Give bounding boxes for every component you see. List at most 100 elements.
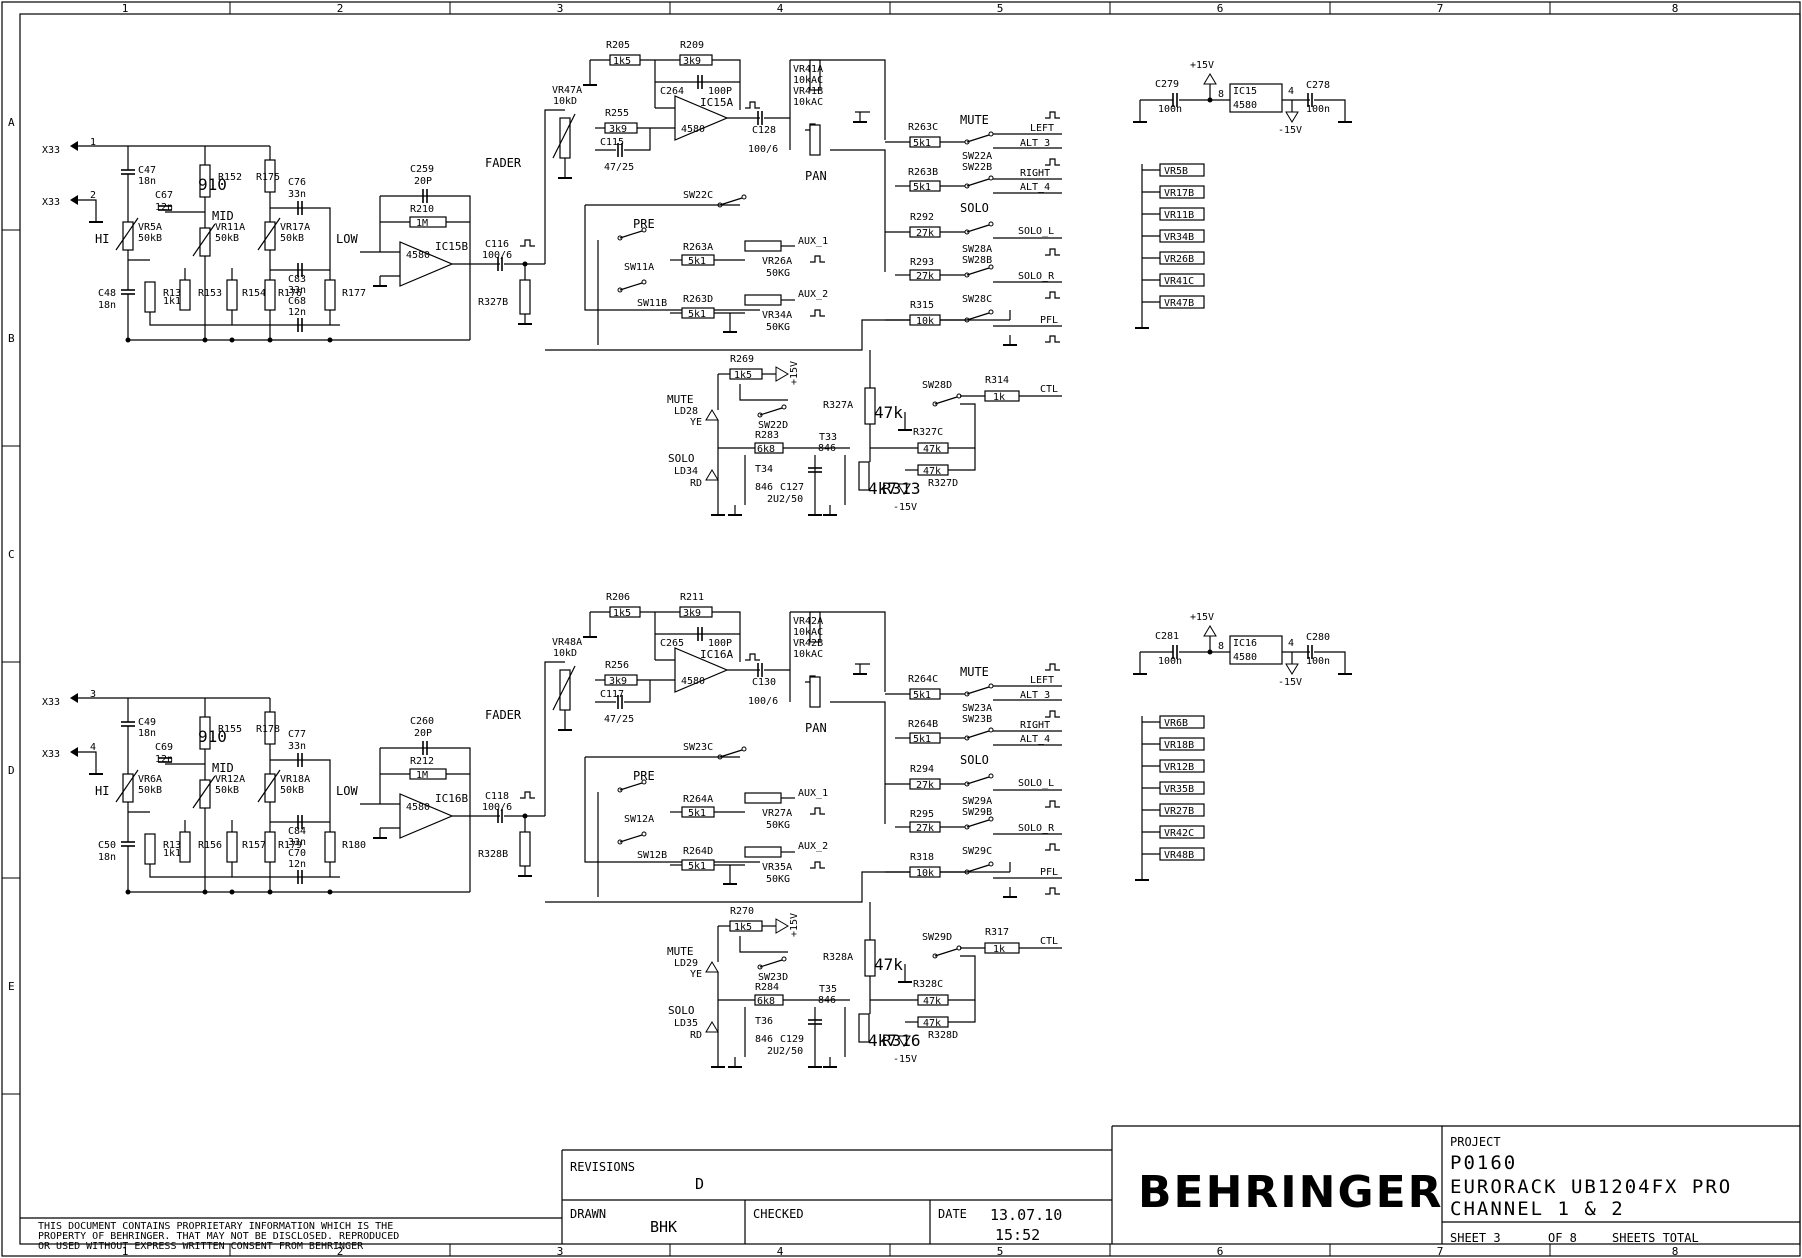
resistor-symbol — [754, 442, 784, 454]
res-ref: R255 — [605, 108, 629, 119]
res-value: 47k — [923, 996, 941, 1007]
confidential-line-3: OR USED WITHOUT EXPRESS WRITTEN CONSENT … — [38, 1241, 364, 1252]
bus-solo-l: SOLO_L — [1018, 226, 1054, 237]
pin-number: 8 — [1218, 89, 1224, 100]
resistor-symbol — [324, 831, 336, 863]
res-value: 5k1 — [913, 690, 931, 701]
led-color: RD — [690, 478, 702, 489]
resistor-symbol — [264, 831, 276, 863]
switch-contact — [717, 754, 723, 760]
res-ref: R263D — [683, 294, 713, 305]
res-ref: R263C — [908, 122, 938, 133]
cap-value: 100n — [1158, 104, 1182, 115]
res-ref: R157 — [242, 840, 266, 851]
opamp-type: 4580 — [681, 124, 705, 135]
pot-value: 10kD — [553, 96, 577, 107]
wire — [712, 611, 741, 662]
pot-wiper — [257, 217, 281, 251]
switch-ref: SW23C — [683, 742, 713, 753]
resistor-symbol — [122, 773, 134, 803]
pre-label: PRE — [633, 217, 655, 231]
res-ref: R315 — [910, 300, 934, 311]
connector-pin: 2 — [90, 190, 96, 201]
res-value: 5k1 — [913, 182, 931, 193]
res-ref: R256 — [605, 660, 629, 671]
opamp-type: 4580 — [681, 676, 705, 687]
switch-contact — [964, 139, 970, 145]
pot-section-ref: VR5B — [1164, 166, 1188, 177]
wire — [1314, 99, 1346, 112]
res-ref: R175 — [256, 172, 280, 183]
res-ref: R270 — [730, 906, 754, 917]
zone-col-bottom-1: 1 — [122, 1245, 129, 1258]
wire — [1045, 248, 1060, 256]
eq-hi-label: HI — [95, 784, 109, 798]
res-ref: R210 — [410, 204, 434, 215]
bus-alt3: ALT_3 — [1020, 690, 1050, 701]
wire — [810, 309, 825, 317]
bus-aux2: AUX_2 — [798, 289, 828, 300]
cap-ref: C279 — [1155, 79, 1179, 90]
zone-col-bottom-3: 3 — [557, 1245, 564, 1258]
res-ref: R263B — [908, 167, 938, 178]
time-value: 15:52 — [995, 1226, 1040, 1244]
supply-ic-symbol — [1229, 83, 1283, 113]
wire — [544, 661, 565, 816]
pot-section-ref: VR11B — [1164, 210, 1194, 221]
supply-plus-label: +15V — [789, 913, 800, 937]
supply-ic-symbol — [1229, 635, 1283, 665]
wire — [712, 59, 741, 110]
wire — [810, 861, 825, 869]
mute-label: MUTE — [960, 665, 989, 679]
eq-mid-label: MID — [212, 761, 234, 775]
bus-pfl: PFL — [1040, 867, 1058, 878]
cap-value: 18n — [98, 852, 116, 863]
cap-ref: C130 — [752, 677, 776, 688]
switch-contact — [781, 956, 787, 962]
wire — [810, 255, 825, 263]
resistor-symbol — [226, 279, 238, 311]
switch-contact — [964, 229, 970, 235]
resistor-symbol — [744, 240, 782, 252]
pot-section-ref: VR17B — [1164, 188, 1194, 199]
switch-contact — [781, 404, 787, 410]
wire — [1045, 843, 1060, 851]
cap-ref: C50 — [98, 840, 116, 851]
wire — [830, 149, 886, 272]
res-ref: R154 — [242, 288, 266, 299]
switch-ref: SW12A — [624, 814, 654, 825]
res-value: 47k — [874, 955, 903, 974]
switch-contact — [964, 735, 970, 741]
switch-contact — [617, 287, 623, 293]
switch-blade — [619, 282, 643, 291]
switch-ref: SW23D — [758, 972, 788, 983]
res-ref: R156 — [198, 840, 222, 851]
led-mute-label: MUTE — [667, 393, 694, 406]
pot-value: 10kAC — [793, 75, 823, 86]
wire — [544, 109, 565, 264]
cap-ref: C49 — [138, 717, 156, 728]
wire — [624, 128, 651, 151]
brand-logo: BEHRINGER — [1138, 1167, 1444, 1218]
pot-section-ref: VR35B — [1164, 784, 1194, 795]
date-label: DATE — [938, 1207, 967, 1221]
switch-ref: SW11A — [624, 262, 654, 273]
res-value: 1k5 — [734, 922, 752, 933]
led-icon — [705, 1021, 719, 1033]
switch-ref: SW29C — [962, 846, 992, 857]
pot-section-ref: VR34B — [1164, 232, 1194, 243]
resistor-symbol — [519, 279, 531, 315]
switch-contact — [964, 317, 970, 323]
switch-blade — [966, 134, 990, 143]
input-connector-icon — [70, 747, 78, 757]
opamp-ref: IC15B — [435, 240, 468, 253]
switch-contact — [757, 964, 763, 970]
led-ref: LD34 — [674, 466, 698, 477]
res-value: 10k — [916, 868, 934, 879]
opamp-symbol — [399, 241, 454, 287]
wire — [1045, 887, 1060, 895]
opamp-ref: IC16A — [700, 648, 733, 661]
res-value: 1M — [416, 770, 428, 781]
res-value: 47k — [923, 466, 941, 477]
